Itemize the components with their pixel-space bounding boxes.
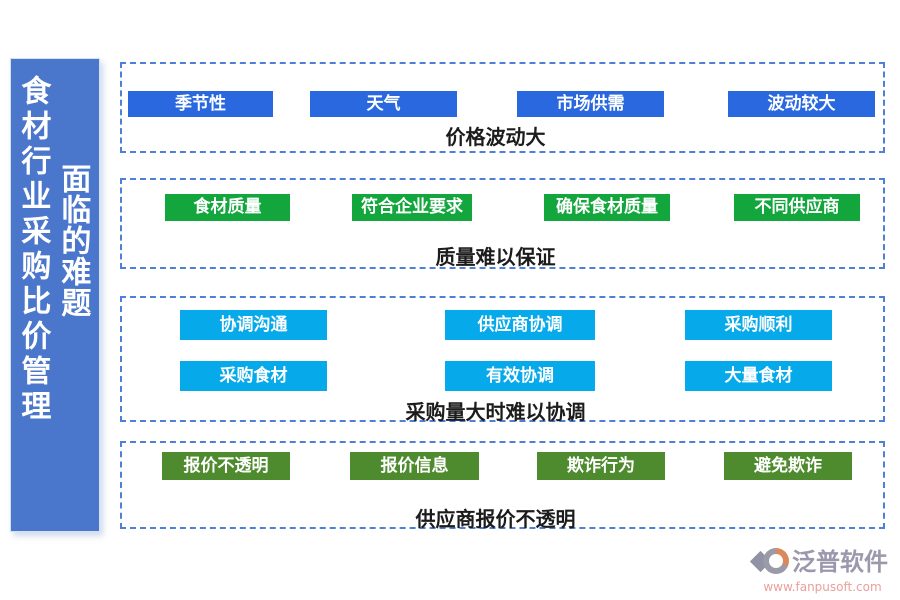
- tag-pill: 符合企业要求: [352, 194, 472, 221]
- tag-pill: 大量食材: [685, 361, 832, 391]
- tag-pill: 确保食材质量: [544, 194, 670, 221]
- tag-pill: 有效协调: [445, 361, 595, 391]
- tag-pill: 报价不透明: [162, 452, 290, 480]
- section-label: 价格波动大: [445, 125, 546, 149]
- sidebar-title-panel: 食材行业采购比价管理 面临的难题: [10, 58, 100, 532]
- tag-pill: 欺诈行为: [537, 452, 665, 480]
- section-box-transparency: 报价不透明 报价信息 欺诈行为 避免欺诈 供应商报价不透明: [120, 441, 885, 531]
- section-label: 质量难以保证: [435, 245, 556, 269]
- tag-pill: 报价信息: [350, 452, 479, 480]
- tag-pill: 食材质量: [165, 194, 290, 221]
- tag-pill: 不同供应商: [734, 194, 860, 221]
- tag-pill: 避免欺诈: [724, 452, 852, 480]
- section-label: 采购量大时难以协调: [405, 400, 586, 424]
- section-box-quality: 食材质量 符合企业要求 确保食材质量 不同供应商 质量难以保证: [120, 178, 885, 269]
- logo-ring-shape: [763, 548, 789, 574]
- section-box-price-fluctuation: 季节性 天气 市场供需 波动较大 价格波动大: [120, 62, 885, 153]
- tag-pill: 采购顺利: [685, 310, 832, 340]
- tag-pill: 季节性: [128, 91, 273, 117]
- brand-url: www.fanpusoft.com: [763, 580, 882, 594]
- tag-pill: 波动较大: [728, 91, 875, 117]
- tag-pill: 供应商协调: [445, 310, 595, 340]
- tag-pill: 天气: [310, 91, 457, 117]
- tag-pill: 市场供需: [517, 91, 664, 117]
- section-label: 供应商报价不透明: [415, 507, 576, 531]
- fanpu-logo-icon: [749, 545, 790, 579]
- sidebar-title-main: 食材行业采购比价管理: [15, 75, 51, 425]
- tag-pill: 采购食材: [180, 361, 327, 391]
- section-box-coordination: 协调沟通 供应商协调 采购顺利 采购食材 有效协调 大量食材 采购量大时难以协调: [120, 296, 885, 424]
- brand-watermark: 泛普软件 www.fanpusoft.com: [749, 545, 895, 594]
- sidebar-title-sub: 面临的难题: [55, 163, 91, 318]
- brand-name: 泛普软件: [792, 548, 888, 576]
- tag-pill: 协调沟通: [180, 310, 327, 340]
